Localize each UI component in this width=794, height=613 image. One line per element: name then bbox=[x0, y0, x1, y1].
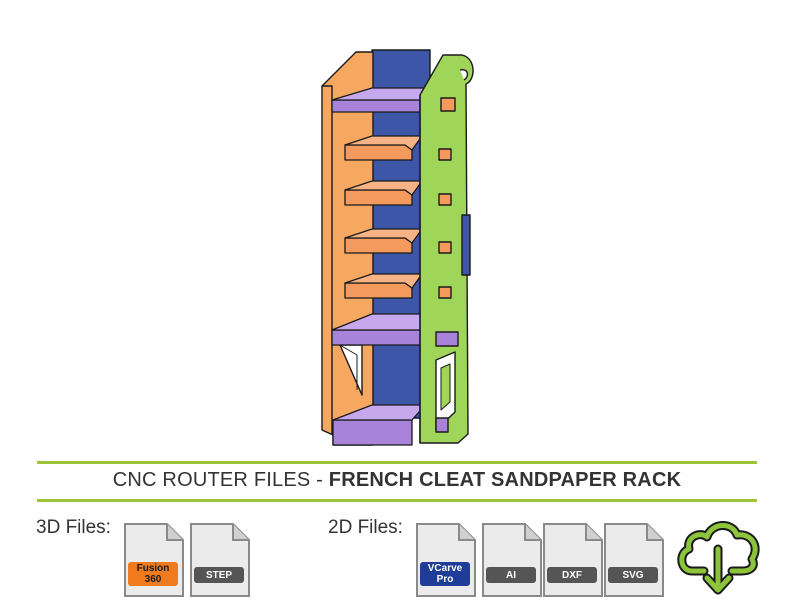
file-vcarve-pro[interactable]: VCarve Pro bbox=[415, 522, 477, 598]
file-name: Fusion 360 bbox=[136, 563, 170, 585]
top-divider bbox=[37, 461, 757, 464]
2d-files-label: 2D Files: bbox=[328, 517, 403, 538]
file-svg[interactable]: SVG bbox=[603, 522, 665, 598]
bottom-divider bbox=[37, 499, 757, 502]
file-badge: SVG bbox=[608, 567, 658, 583]
file-ai[interactable]: AI bbox=[481, 522, 543, 598]
file-name: SVG bbox=[622, 569, 644, 581]
file-dxf[interactable]: DXF bbox=[542, 522, 604, 598]
file-badge: STEP bbox=[194, 567, 244, 583]
file-fusion-360[interactable]: Fusion 360 bbox=[123, 522, 185, 598]
3d-files-label: 3D Files: bbox=[36, 517, 111, 538]
banner-title-bold: FRENCH CLEAT SANDPAPER RACK bbox=[328, 469, 682, 491]
file-badge: DXF bbox=[547, 567, 597, 583]
banner-title: CNC ROUTER FILES - FRENCH CLEAT SANDPAPE… bbox=[0, 469, 794, 492]
file-icon bbox=[190, 523, 250, 597]
file-icon bbox=[482, 523, 542, 597]
file-icon bbox=[604, 523, 664, 597]
file-badge: AI bbox=[486, 567, 536, 583]
file-icon bbox=[416, 523, 476, 597]
file-name: AI bbox=[506, 569, 516, 581]
banner-title-prefix: CNC ROUTER FILES - bbox=[112, 469, 329, 491]
file-name: VCarve Pro bbox=[427, 563, 463, 585]
file-name: DXF bbox=[562, 569, 582, 581]
cloud-download-icon[interactable] bbox=[674, 515, 762, 597]
product-illustration bbox=[321, 49, 474, 446]
file-icon bbox=[124, 523, 184, 597]
file-badge: Fusion 360 bbox=[128, 562, 178, 586]
file-icon bbox=[543, 523, 603, 597]
file-step[interactable]: STEP bbox=[189, 522, 251, 598]
orange-shelves bbox=[344, 135, 423, 299]
file-badge: VCarve Pro bbox=[420, 562, 470, 586]
file-name: STEP bbox=[205, 569, 233, 581]
